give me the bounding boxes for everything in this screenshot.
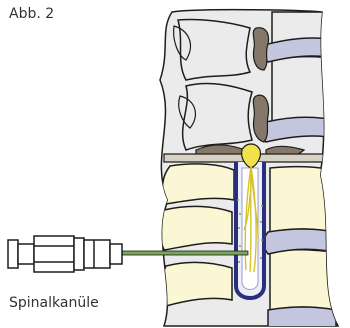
lower-lamina-2 <box>160 206 232 250</box>
posterior-arch-middle <box>183 84 252 150</box>
vertebral-body-3 <box>270 167 332 232</box>
spinal-needle-icon <box>120 251 248 255</box>
posterior-arch-upper <box>178 19 250 80</box>
ligamentum-flavum-1 <box>253 28 268 70</box>
needle-label: Spinalkanüle <box>9 295 99 311</box>
syringe-hub-icon <box>8 236 122 272</box>
ligamentum-flavum-2 <box>253 95 268 142</box>
intervertebral-disc-4 <box>268 307 336 328</box>
lower-lamina-1 <box>163 164 234 204</box>
lower-lamina-3 <box>162 262 233 306</box>
vertebral-body-4 <box>270 250 334 310</box>
